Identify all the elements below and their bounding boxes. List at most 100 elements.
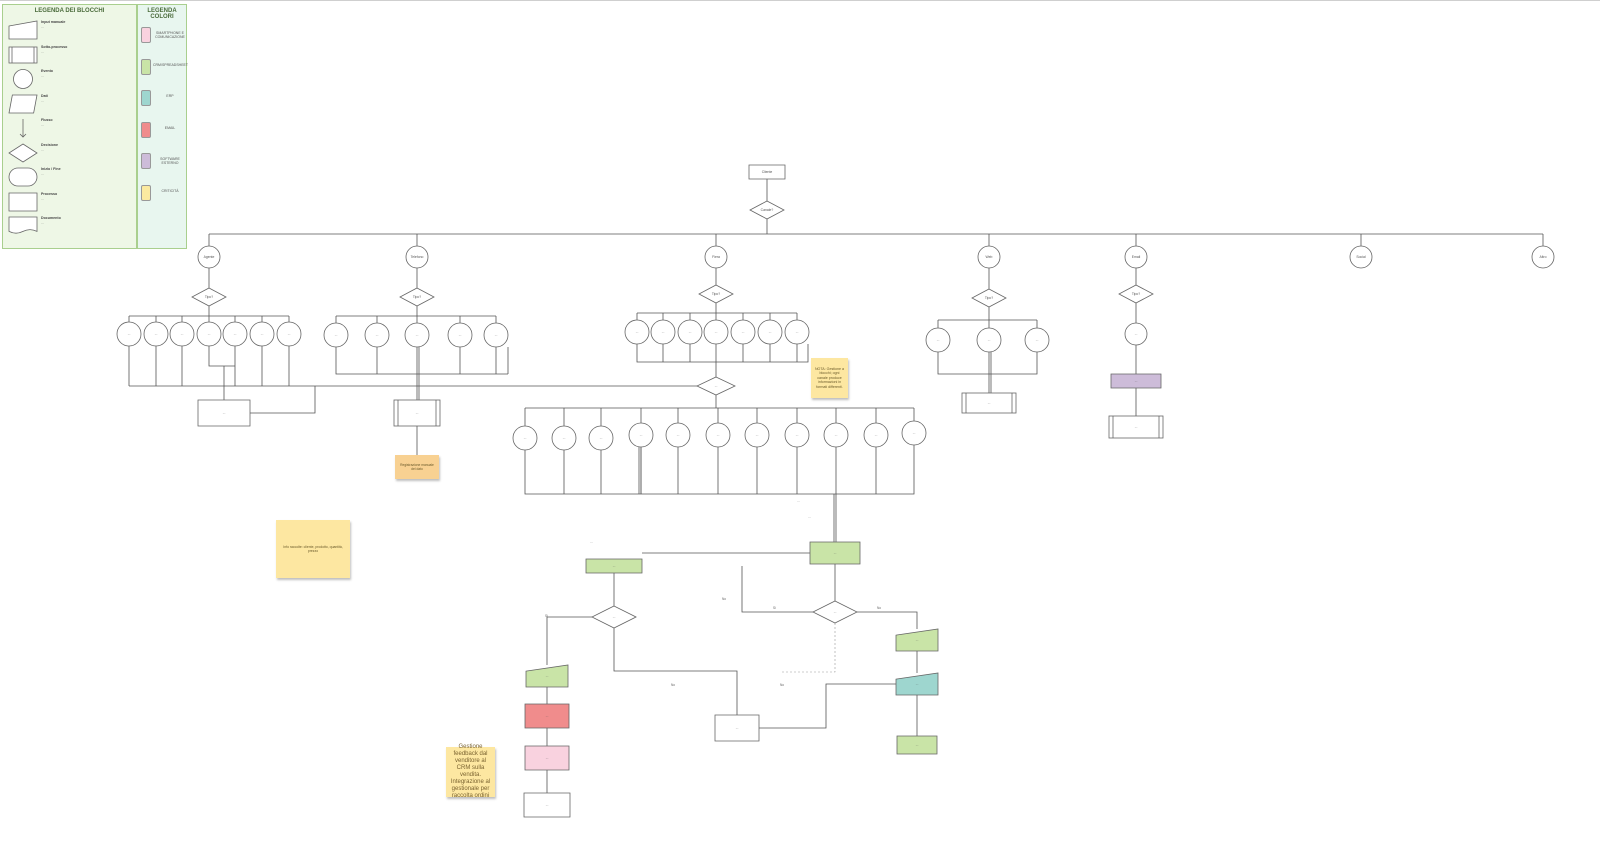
node-shape: [748, 164, 786, 180]
node-c1[interactable]: Agente: [197, 245, 221, 269]
node-shape: [703, 319, 729, 345]
node-s2c[interactable]: ...: [404, 322, 430, 348]
edge-label: ...: [797, 499, 800, 503]
note-feedback[interactable]: Gestione feedback dal venditore al CRM s…: [446, 744, 495, 799]
legend-blocks-title: LEGENDA DEI BLOCCHI: [34, 8, 105, 14]
node-m11[interactable]: ...: [901, 420, 927, 446]
node-s5a[interactable]: ...: [1124, 322, 1148, 346]
node-label: ...: [916, 638, 919, 642]
node-inp2[interactable]: ...: [895, 672, 939, 696]
node-label: ...: [155, 332, 158, 336]
node-s1a[interactable]: ...: [116, 321, 142, 347]
node-m4[interactable]: ...: [628, 422, 654, 448]
node-shape: [512, 425, 538, 451]
node-s4a[interactable]: ...: [925, 327, 951, 353]
node-shape: [588, 425, 614, 451]
node-label: ...: [524, 436, 527, 440]
node-c6[interactable]: Social: [1349, 245, 1373, 269]
node-d4[interactable]: Tipo?: [971, 288, 1007, 308]
node-m6[interactable]: ...: [705, 422, 731, 448]
node-L4[interactable]: ...: [523, 792, 571, 818]
node-s2e[interactable]: ...: [483, 322, 509, 348]
node-g2[interactable]: ...: [585, 558, 643, 574]
node-d-left[interactable]: ...: [591, 605, 637, 629]
node-s1c[interactable]: ...: [169, 321, 195, 347]
node-label: ...: [495, 333, 498, 337]
node-d2[interactable]: Tipo?: [399, 287, 435, 307]
node-start[interactable]: Cliente: [748, 164, 786, 180]
node-sub2[interactable]: ...: [393, 399, 441, 427]
node-m10[interactable]: ...: [863, 422, 889, 448]
legend-block-name: Input manuale: [41, 20, 66, 24]
node-s1b[interactable]: ...: [143, 321, 169, 347]
node-s4b[interactable]: ...: [976, 327, 1002, 353]
node-s3e[interactable]: ...: [730, 319, 756, 345]
node-m5[interactable]: ...: [665, 422, 691, 448]
legend-block-desc: ...: [41, 49, 44, 54]
node-s3f[interactable]: ...: [757, 319, 783, 345]
node-shape: [551, 425, 577, 451]
node-s2d[interactable]: ...: [447, 322, 473, 348]
node-g3[interactable]: ...: [896, 735, 938, 755]
node-shape: [925, 327, 951, 353]
node-label: ...: [796, 330, 799, 334]
node-s2a[interactable]: ...: [323, 322, 349, 348]
node-d3[interactable]: Tipo?: [698, 284, 734, 304]
node-s1g[interactable]: ...: [276, 321, 302, 347]
node-label: ...: [376, 333, 379, 337]
note-orange[interactable]: Registrazione manuale del dato: [395, 455, 439, 479]
node-L2[interactable]: ...: [524, 703, 570, 729]
node-m1[interactable]: ...: [512, 425, 538, 451]
node-g1[interactable]: ...: [809, 541, 861, 565]
node-d-mid[interactable]: ...: [696, 376, 736, 396]
node-c4[interactable]: Web: [977, 245, 1001, 269]
node-L1[interactable]: ...: [525, 664, 569, 688]
node-d5[interactable]: Tipo?: [1118, 284, 1154, 304]
node-sub1[interactable]: ...: [197, 399, 251, 427]
node-m9[interactable]: ...: [823, 422, 849, 448]
node-c5[interactable]: Email: [1124, 245, 1148, 269]
node-m8[interactable]: ...: [784, 422, 810, 448]
node-s4c[interactable]: ...: [1024, 327, 1050, 353]
node-s1f[interactable]: ...: [249, 321, 275, 347]
node-c3[interactable]: Fiera: [704, 245, 728, 269]
legend-block-name: Decisione: [41, 142, 58, 147]
node-s1e[interactable]: ...: [222, 321, 248, 347]
node-shape: [1124, 245, 1148, 269]
node-m2[interactable]: ...: [551, 425, 577, 451]
node-s1d[interactable]: ...: [196, 321, 222, 347]
node-d-right[interactable]: ...: [812, 600, 858, 624]
legend-shape-circle: [13, 69, 33, 89]
node-L3[interactable]: ...: [524, 745, 570, 771]
node-b-mid[interactable]: ...: [714, 714, 760, 742]
node-s3g[interactable]: ...: [784, 319, 810, 345]
node-shape: [1349, 245, 1373, 269]
node-m7[interactable]: ...: [744, 422, 770, 448]
note-orange-text: Registrazione manuale del dato: [400, 463, 434, 471]
node-s2b[interactable]: ...: [364, 322, 390, 348]
node-d-top[interactable]: Canale?: [749, 200, 785, 220]
note-info[interactable]: Info raccolte: cliente, prodotto, quanti…: [276, 520, 350, 578]
node-c2[interactable]: Telefono: [405, 245, 429, 269]
node-p5[interactable]: ...: [1110, 373, 1162, 389]
node-c7[interactable]: Altro: [1531, 245, 1555, 269]
node-s3c[interactable]: ...: [677, 319, 703, 345]
node-inp1[interactable]: ...: [895, 628, 939, 652]
node-shape: [191, 287, 227, 307]
node-m3[interactable]: ...: [588, 425, 614, 451]
node-shape: [976, 327, 1002, 353]
node-sub4[interactable]: ...: [961, 392, 1017, 414]
node-sub5[interactable]: ...: [1108, 415, 1164, 439]
node-s3d[interactable]: ...: [703, 319, 729, 345]
legend-block-name: Evento: [41, 69, 53, 73]
node-d1[interactable]: Tipo?: [191, 287, 227, 307]
legend-block-name: Processo: [41, 191, 58, 196]
node-s3b[interactable]: ...: [650, 319, 676, 345]
node-s3a[interactable]: ...: [624, 319, 650, 345]
edge-label: ...: [808, 515, 811, 519]
node-label: ...: [1135, 379, 1138, 383]
node-shape: [364, 322, 390, 348]
note-criticita[interactable]: NOTA: Gestione a blocchi; ogni canale pr…: [811, 358, 848, 398]
legend-shape-process: [8, 192, 38, 211]
